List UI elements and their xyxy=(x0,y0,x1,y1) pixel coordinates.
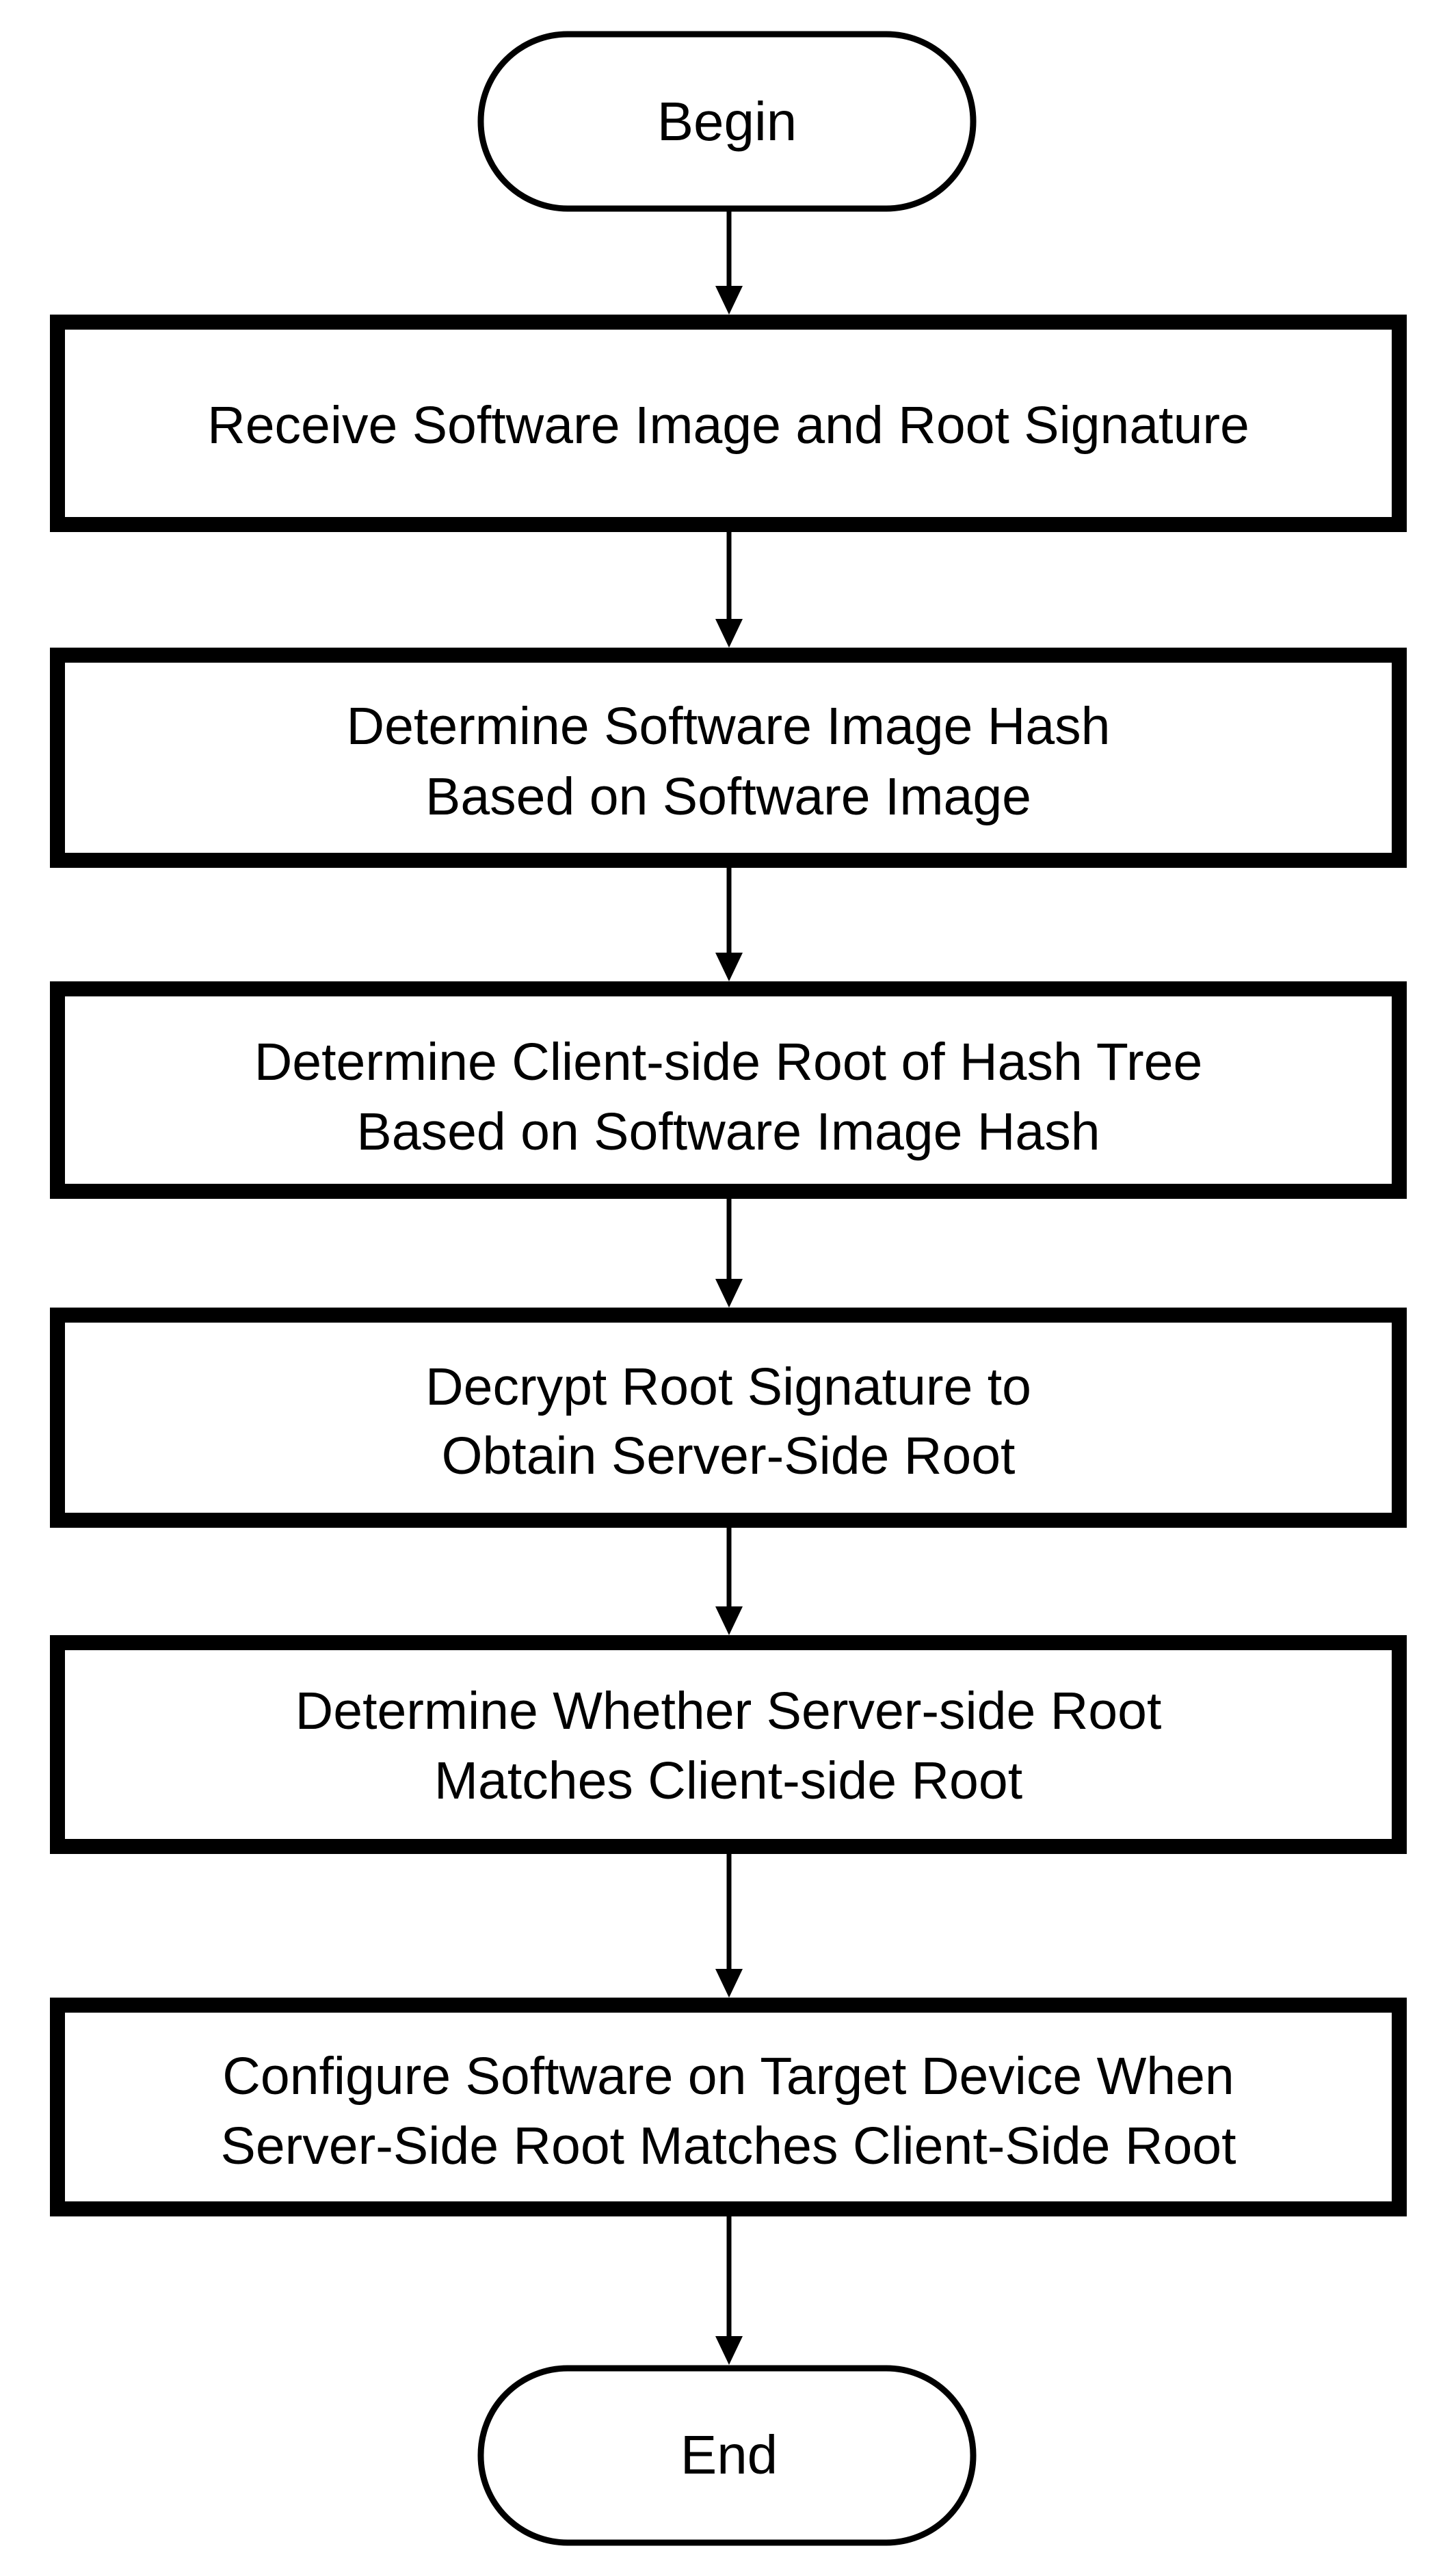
step-1-shape xyxy=(50,315,1407,532)
step-6-line-2: Server-Side Root Matches Client-Side Roo… xyxy=(220,2117,1236,2175)
step-5-box: Determine Whether Server-side Root Match… xyxy=(50,1635,1407,1854)
step-1-line-1: Receive Software Image and Root Signatur… xyxy=(207,396,1249,455)
arrow-head xyxy=(715,619,743,648)
end-terminal-shape xyxy=(477,2365,977,2546)
step-4-line-1: Decrypt Root Signature to xyxy=(425,1357,1031,1416)
step-4-shape xyxy=(50,1308,1407,1528)
begin-label: Begin xyxy=(657,91,797,152)
arrow-step-5-to-step-6 xyxy=(715,1854,743,1998)
step-3-line-2: Based on Software Image Hash xyxy=(356,1102,1100,1161)
step-3-line-1: Determine Client-side Root of Hash Tree xyxy=(254,1033,1203,1091)
arrow-step-6-to-end xyxy=(715,2216,743,2365)
arrow-head xyxy=(715,2336,743,2365)
arrow-head xyxy=(715,953,743,981)
step-5-shape xyxy=(50,1635,1407,1854)
arrow-step-1-to-step-2 xyxy=(715,532,743,648)
step-2-line-2: Based on Software Image xyxy=(425,767,1031,826)
end-terminal: End xyxy=(477,2365,977,2546)
step-6-line-1: Configure Software on Target Device When xyxy=(222,2047,1234,2106)
arrow-head xyxy=(715,1279,743,1308)
arrow-head xyxy=(715,286,743,315)
step-2-box: Determine Software Image Hash Based on S… xyxy=(50,648,1407,868)
arrow-step-2-to-step-3 xyxy=(715,868,743,981)
step-4-box: Decrypt Root Signature to Obtain Server-… xyxy=(50,1308,1407,1528)
step-2-line-1: Determine Software Image Hash xyxy=(347,697,1111,756)
begin-terminal: Begin xyxy=(477,31,977,212)
step-3-shape xyxy=(50,981,1407,1199)
step-1-box: Receive Software Image and Root Signatur… xyxy=(50,315,1407,532)
arrow-begin-to-step-1 xyxy=(715,209,743,315)
arrow-step-4-to-step-5 xyxy=(715,1528,743,1635)
step-5-line-1: Determine Whether Server-side Root xyxy=(295,1682,1162,1740)
step-2-shape xyxy=(50,648,1407,868)
arrow-step-3-to-step-4 xyxy=(715,1199,743,1308)
step-6-shape xyxy=(50,1998,1407,2216)
step-6-box: Configure Software on Target Device When… xyxy=(50,1998,1407,2216)
arrow-head xyxy=(715,1606,743,1635)
step-3-box: Determine Client-side Root of Hash Tree … xyxy=(50,981,1407,1199)
arrow-head xyxy=(715,1969,743,1998)
step-4-line-2: Obtain Server-Side Root xyxy=(442,1427,1016,1485)
end-label: End xyxy=(680,2424,778,2485)
step-5-line-2: Matches Client-side Root xyxy=(434,1751,1022,1810)
